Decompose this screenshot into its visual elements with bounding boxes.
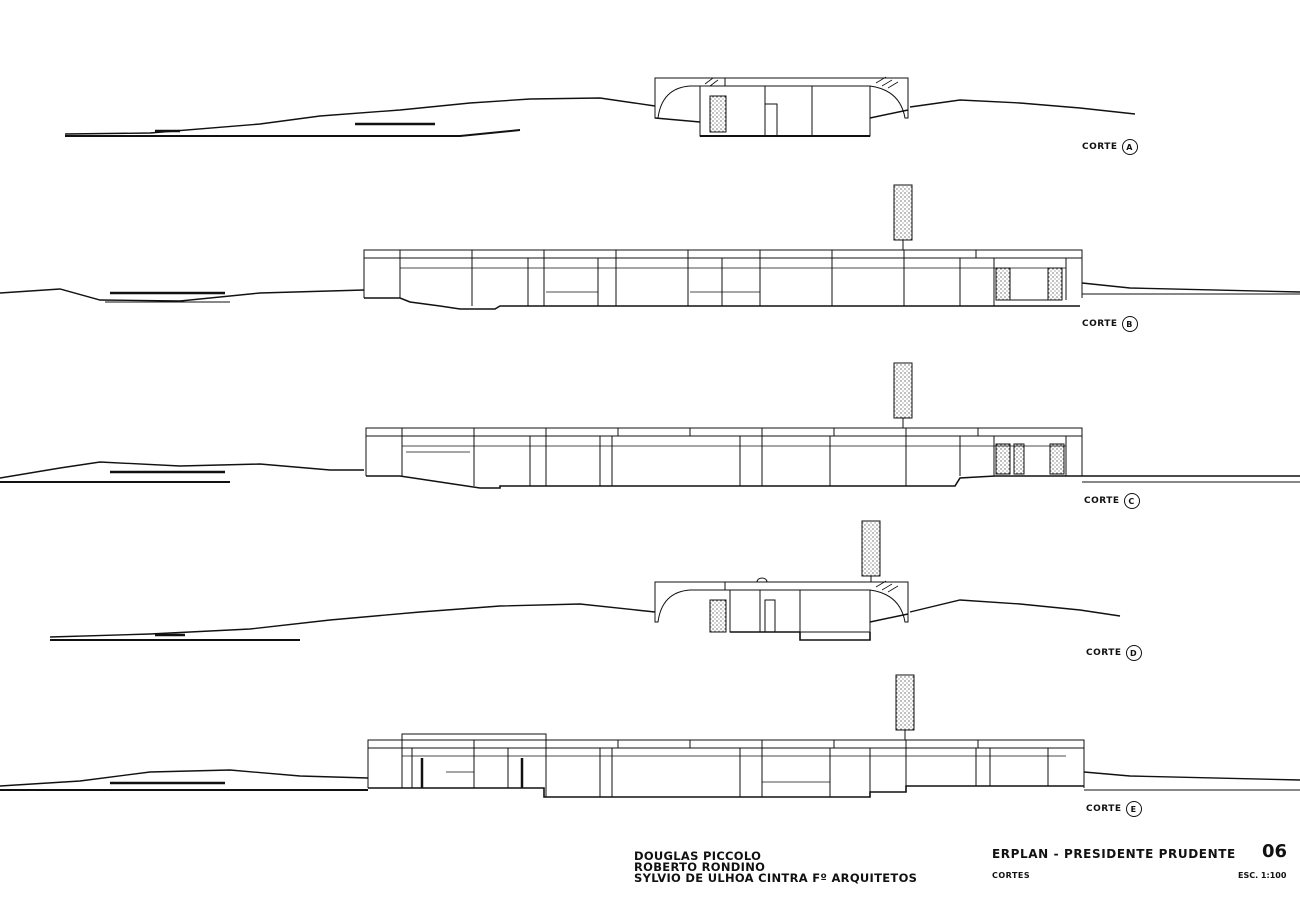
section-label-text: CORTE <box>1086 648 1122 658</box>
roof-shell-left <box>654 581 726 623</box>
section-label-d: CORTE D <box>1086 645 1142 661</box>
architect-name: ROBERTO RONDINO <box>634 860 766 874</box>
roof-joints <box>401 740 979 748</box>
section-label-text: CORTE <box>1082 319 1118 329</box>
section-letter-circle: C <box>1123 493 1140 509</box>
window-mullions <box>401 748 1049 797</box>
section-label-a: CORTE A <box>1082 139 1138 155</box>
window-mullions <box>401 436 1067 486</box>
section-label-c: CORTE C <box>1084 493 1140 509</box>
architect-name: DOUGLAS PICCOLO <box>634 849 762 863</box>
section-e <box>0 674 1300 798</box>
architects-block: DOUGLAS PICCOLO ROBERTO RONDINO SYLVIO D… <box>634 849 918 885</box>
terrain-line <box>0 769 369 787</box>
window-mullions <box>399 258 1067 306</box>
drawing-scale: ESC. 1:100 <box>1238 871 1287 880</box>
section-letter-circle: A <box>1121 139 1138 155</box>
section-label-text: CORTE <box>1084 496 1120 506</box>
sheet-title: CORTES <box>992 871 1031 880</box>
architect-name: SYLVIO DE ULHOA CINTRA Fº ARQUITETOS <box>634 871 918 885</box>
roof-joints <box>401 428 979 436</box>
section-a <box>64 76 1136 137</box>
roof-shell-right <box>725 581 909 623</box>
section-letter-circle: D <box>1125 645 1142 661</box>
roof-shell-right <box>725 77 909 119</box>
sheet-number: 06 <box>1262 841 1288 862</box>
section-label-text: CORTE <box>1082 142 1118 152</box>
section-letter-circle: B <box>1121 316 1138 332</box>
terrain-line <box>64 97 656 135</box>
section-b <box>0 184 1300 310</box>
section-letter-circle: E <box>1125 801 1142 817</box>
terrain-line <box>49 603 656 638</box>
project-title: ERPLAN - PRESIDENTE PRUDENTE <box>992 847 1236 861</box>
section-label-text: CORTE <box>1086 804 1122 814</box>
section-c <box>0 362 1300 489</box>
section-label-e: CORTE E <box>1086 801 1142 817</box>
terrain-line <box>0 461 364 479</box>
terrain-line <box>0 288 365 302</box>
section-d <box>49 520 1121 641</box>
roof-joints <box>399 250 977 258</box>
section-label-b: CORTE B <box>1082 316 1138 332</box>
